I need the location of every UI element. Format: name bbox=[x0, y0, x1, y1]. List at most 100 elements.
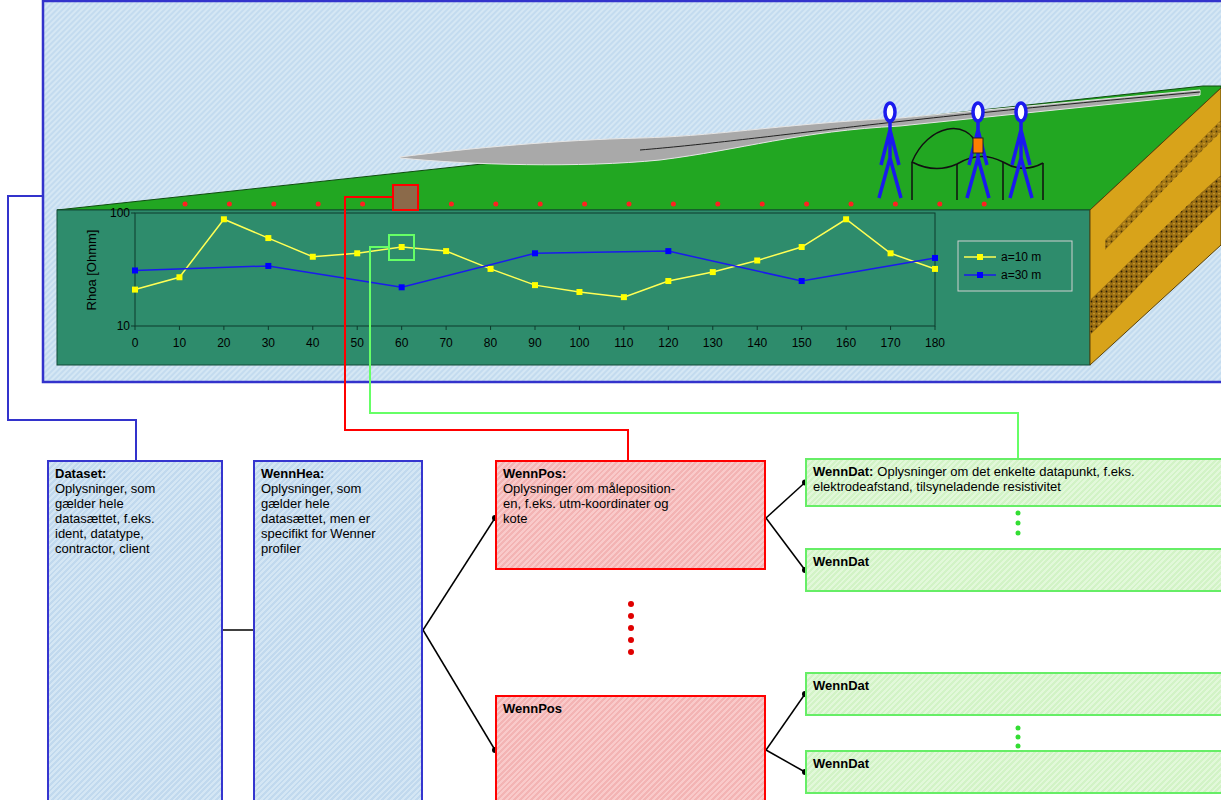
text-block: WennHea:Oplysninger, som gælder hele dat… bbox=[261, 466, 379, 556]
axis-tick-label: 80 bbox=[484, 336, 497, 350]
person bbox=[1010, 121, 1032, 198]
box-heading: WennHea: bbox=[261, 466, 379, 481]
measure-point bbox=[227, 202, 232, 207]
measure-point bbox=[982, 202, 987, 207]
series-marker bbox=[888, 250, 894, 256]
series-marker bbox=[265, 235, 271, 241]
text-block: WennDat bbox=[813, 756, 1213, 771]
connector bbox=[766, 750, 805, 772]
axis-tick-mark bbox=[446, 326, 447, 330]
box-heading: WennDat bbox=[813, 678, 1213, 693]
axis-tick-mark bbox=[312, 326, 313, 330]
text-block: WennPos bbox=[503, 701, 688, 716]
axis-tick-label: 10 bbox=[117, 319, 130, 333]
measure-point bbox=[937, 202, 942, 207]
series-marker bbox=[399, 244, 405, 250]
axis-tick-label: 160 bbox=[836, 336, 856, 350]
cable bbox=[912, 129, 977, 162]
record-box: WennDat bbox=[805, 750, 1221, 794]
person bbox=[967, 121, 989, 198]
dot bbox=[1016, 726, 1021, 731]
axis-tick-mark bbox=[401, 326, 402, 330]
series-marker bbox=[132, 287, 138, 293]
connector bbox=[223, 629, 253, 631]
measure-point bbox=[760, 202, 765, 207]
axis-tick-label: 140 bbox=[747, 336, 767, 350]
axis-tick-label: 180 bbox=[925, 336, 945, 350]
series-marker bbox=[932, 255, 938, 261]
text-block: WennDat:Oplysninger om det enkelte datap… bbox=[813, 464, 1213, 494]
dot bbox=[628, 601, 634, 607]
box-heading: WennPos bbox=[503, 701, 688, 716]
section-face bbox=[57, 210, 1090, 365]
legend-marker bbox=[977, 254, 983, 260]
axis-title: Rhoa [Ohmm] bbox=[85, 230, 99, 311]
series-line bbox=[135, 251, 935, 287]
series-marker bbox=[310, 254, 316, 260]
connector bbox=[423, 518, 495, 630]
instrument bbox=[973, 138, 983, 153]
series-line bbox=[135, 219, 935, 297]
axis-tick-mark bbox=[131, 213, 135, 214]
legend-samples bbox=[964, 254, 996, 278]
series-marker bbox=[576, 289, 582, 295]
axis-tick-mark bbox=[846, 326, 847, 330]
connector bbox=[766, 483, 805, 519]
legend-box bbox=[958, 241, 1072, 291]
dot bbox=[1016, 744, 1021, 749]
series-marker bbox=[621, 294, 627, 300]
series-marker bbox=[221, 216, 227, 222]
dot bbox=[628, 613, 634, 619]
series-marker bbox=[843, 216, 849, 222]
datapoint-highlight bbox=[389, 235, 414, 260]
axis-tick-label: 50 bbox=[351, 336, 364, 350]
record-box: WennPos bbox=[495, 695, 766, 800]
axis-tick-label: 130 bbox=[703, 336, 723, 350]
axis-tick-mark bbox=[668, 326, 669, 330]
dot bbox=[1016, 735, 1021, 740]
axis-tick-mark bbox=[890, 326, 891, 330]
axis-tick-mark bbox=[357, 326, 358, 330]
gravel-layer bbox=[1090, 175, 1221, 335]
axis-tick-label: 10 bbox=[173, 336, 186, 350]
leader-line bbox=[345, 197, 628, 460]
measure-point bbox=[849, 202, 854, 207]
connector bbox=[766, 518, 805, 570]
leader-line bbox=[370, 247, 1018, 458]
series-marker bbox=[354, 250, 360, 256]
text-block: Dataset:Oplysninger, som gælder hele dat… bbox=[55, 466, 173, 556]
series-marker bbox=[799, 278, 805, 284]
measure-point bbox=[271, 202, 276, 207]
legend-marker bbox=[977, 272, 983, 278]
axis-tick-mark bbox=[935, 326, 936, 330]
axis-tick-mark bbox=[801, 326, 802, 330]
measure-point bbox=[715, 202, 720, 207]
axis-tick-mark bbox=[135, 326, 136, 330]
axis-tick-label: 0 bbox=[132, 336, 139, 350]
axis-tick-mark bbox=[712, 326, 713, 330]
legend-label: a=30 m bbox=[1001, 268, 1041, 282]
person-head bbox=[1016, 103, 1026, 121]
box-heading: WennPos: bbox=[503, 466, 688, 481]
person bbox=[879, 121, 901, 198]
series-marker bbox=[399, 284, 405, 290]
axis-tick-label: 40 bbox=[306, 336, 319, 350]
text-block: WennDat bbox=[813, 678, 1213, 693]
series-marker bbox=[488, 266, 494, 272]
box-text: Oplysninger, som gælder hele datasættet,… bbox=[261, 481, 379, 556]
ground-surface bbox=[57, 86, 1221, 210]
measure-point bbox=[449, 202, 454, 207]
series-marker bbox=[710, 269, 716, 275]
axis-tick-mark bbox=[268, 326, 269, 330]
measure-point bbox=[538, 202, 543, 207]
legend-swatch bbox=[964, 272, 996, 278]
leader-line bbox=[8, 196, 136, 460]
measure-point bbox=[804, 202, 809, 207]
data-series bbox=[132, 248, 938, 290]
dot bbox=[1016, 511, 1021, 516]
series-marker bbox=[443, 248, 449, 254]
axis-tick-mark bbox=[757, 326, 758, 330]
text-block: WennPos:Oplysninger om måleposition- en,… bbox=[503, 466, 688, 526]
axis-tick-mark bbox=[623, 326, 624, 330]
